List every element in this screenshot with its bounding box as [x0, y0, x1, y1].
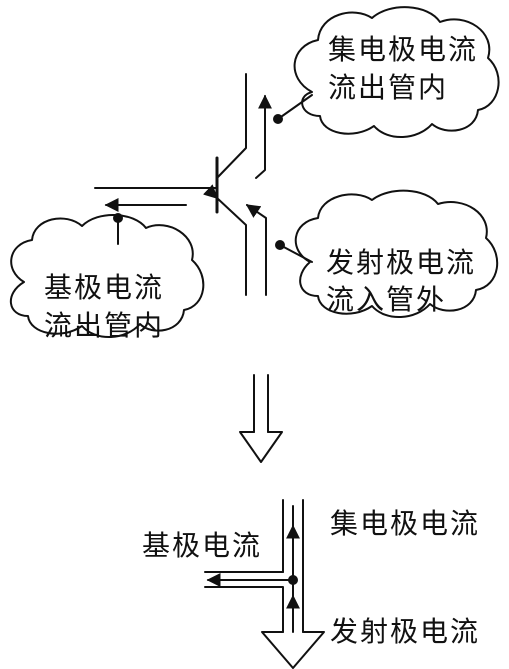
- emitter-cloud-shape: [294, 189, 499, 319]
- bottom-collector-label: 集电极电流: [330, 507, 481, 540]
- junction-diagram: [204, 499, 325, 669]
- transform-arrow: [239, 374, 283, 463]
- base-cloud-line1: 基极电流: [44, 271, 165, 304]
- bottom-base-label: 基极电流: [142, 529, 263, 562]
- emitter-cloud-line1: 发射极电流: [326, 246, 477, 279]
- collector-pointer: [277, 94, 313, 120]
- collector-cloud-line1: 集电极电流: [328, 33, 479, 66]
- bottom-emitter-label: 发射极电流: [330, 615, 481, 648]
- output-arrowhead: [261, 631, 325, 669]
- collector-cloud-line2: 流出管内: [328, 71, 449, 104]
- current-paths: [104, 94, 272, 296]
- emitter-current-path: [245, 204, 267, 296]
- cloud-pointers: [113, 94, 313, 263]
- transistor-symbol: [94, 73, 247, 296]
- emitter-lead: [203, 184, 247, 296]
- base-cloud-shape: [9, 213, 205, 339]
- emitter-cloud-line2: 流入管外: [326, 283, 447, 316]
- collector-current-path: [255, 94, 272, 179]
- branch-lower: [204, 586, 284, 633]
- emitter-pointer-dot: [275, 240, 285, 250]
- collector-cloud-shape: [293, 6, 500, 139]
- base-cloud-line2: 流出管内: [44, 309, 165, 342]
- collector-pointer-dot: [273, 114, 283, 124]
- junction-dot: [288, 575, 298, 585]
- collector-lead: [216, 73, 247, 179]
